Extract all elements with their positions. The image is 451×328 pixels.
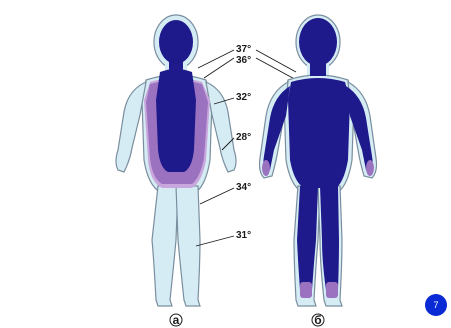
temp-label-36: 36° — [236, 55, 251, 66]
temp-label-32: 32° — [236, 92, 251, 103]
temp-label-28: 28° — [236, 132, 251, 143]
page-number-badge[interactable]: 7 — [425, 294, 447, 316]
figure-a: 37° 36° 32° 28° 34° 31° а — [116, 15, 251, 327]
figure-b-leader-lines — [256, 50, 300, 82]
temp-label-37: 37° — [236, 44, 251, 55]
figure-a-core — [156, 20, 196, 172]
page-number-text: 7 — [433, 300, 438, 310]
temp-label-34: 34° — [236, 182, 251, 193]
figure-b-core — [263, 18, 372, 290]
temp-label-31: 31° — [236, 230, 251, 241]
figure-b-label: б — [314, 313, 321, 327]
figure-a-label: а — [173, 313, 180, 327]
